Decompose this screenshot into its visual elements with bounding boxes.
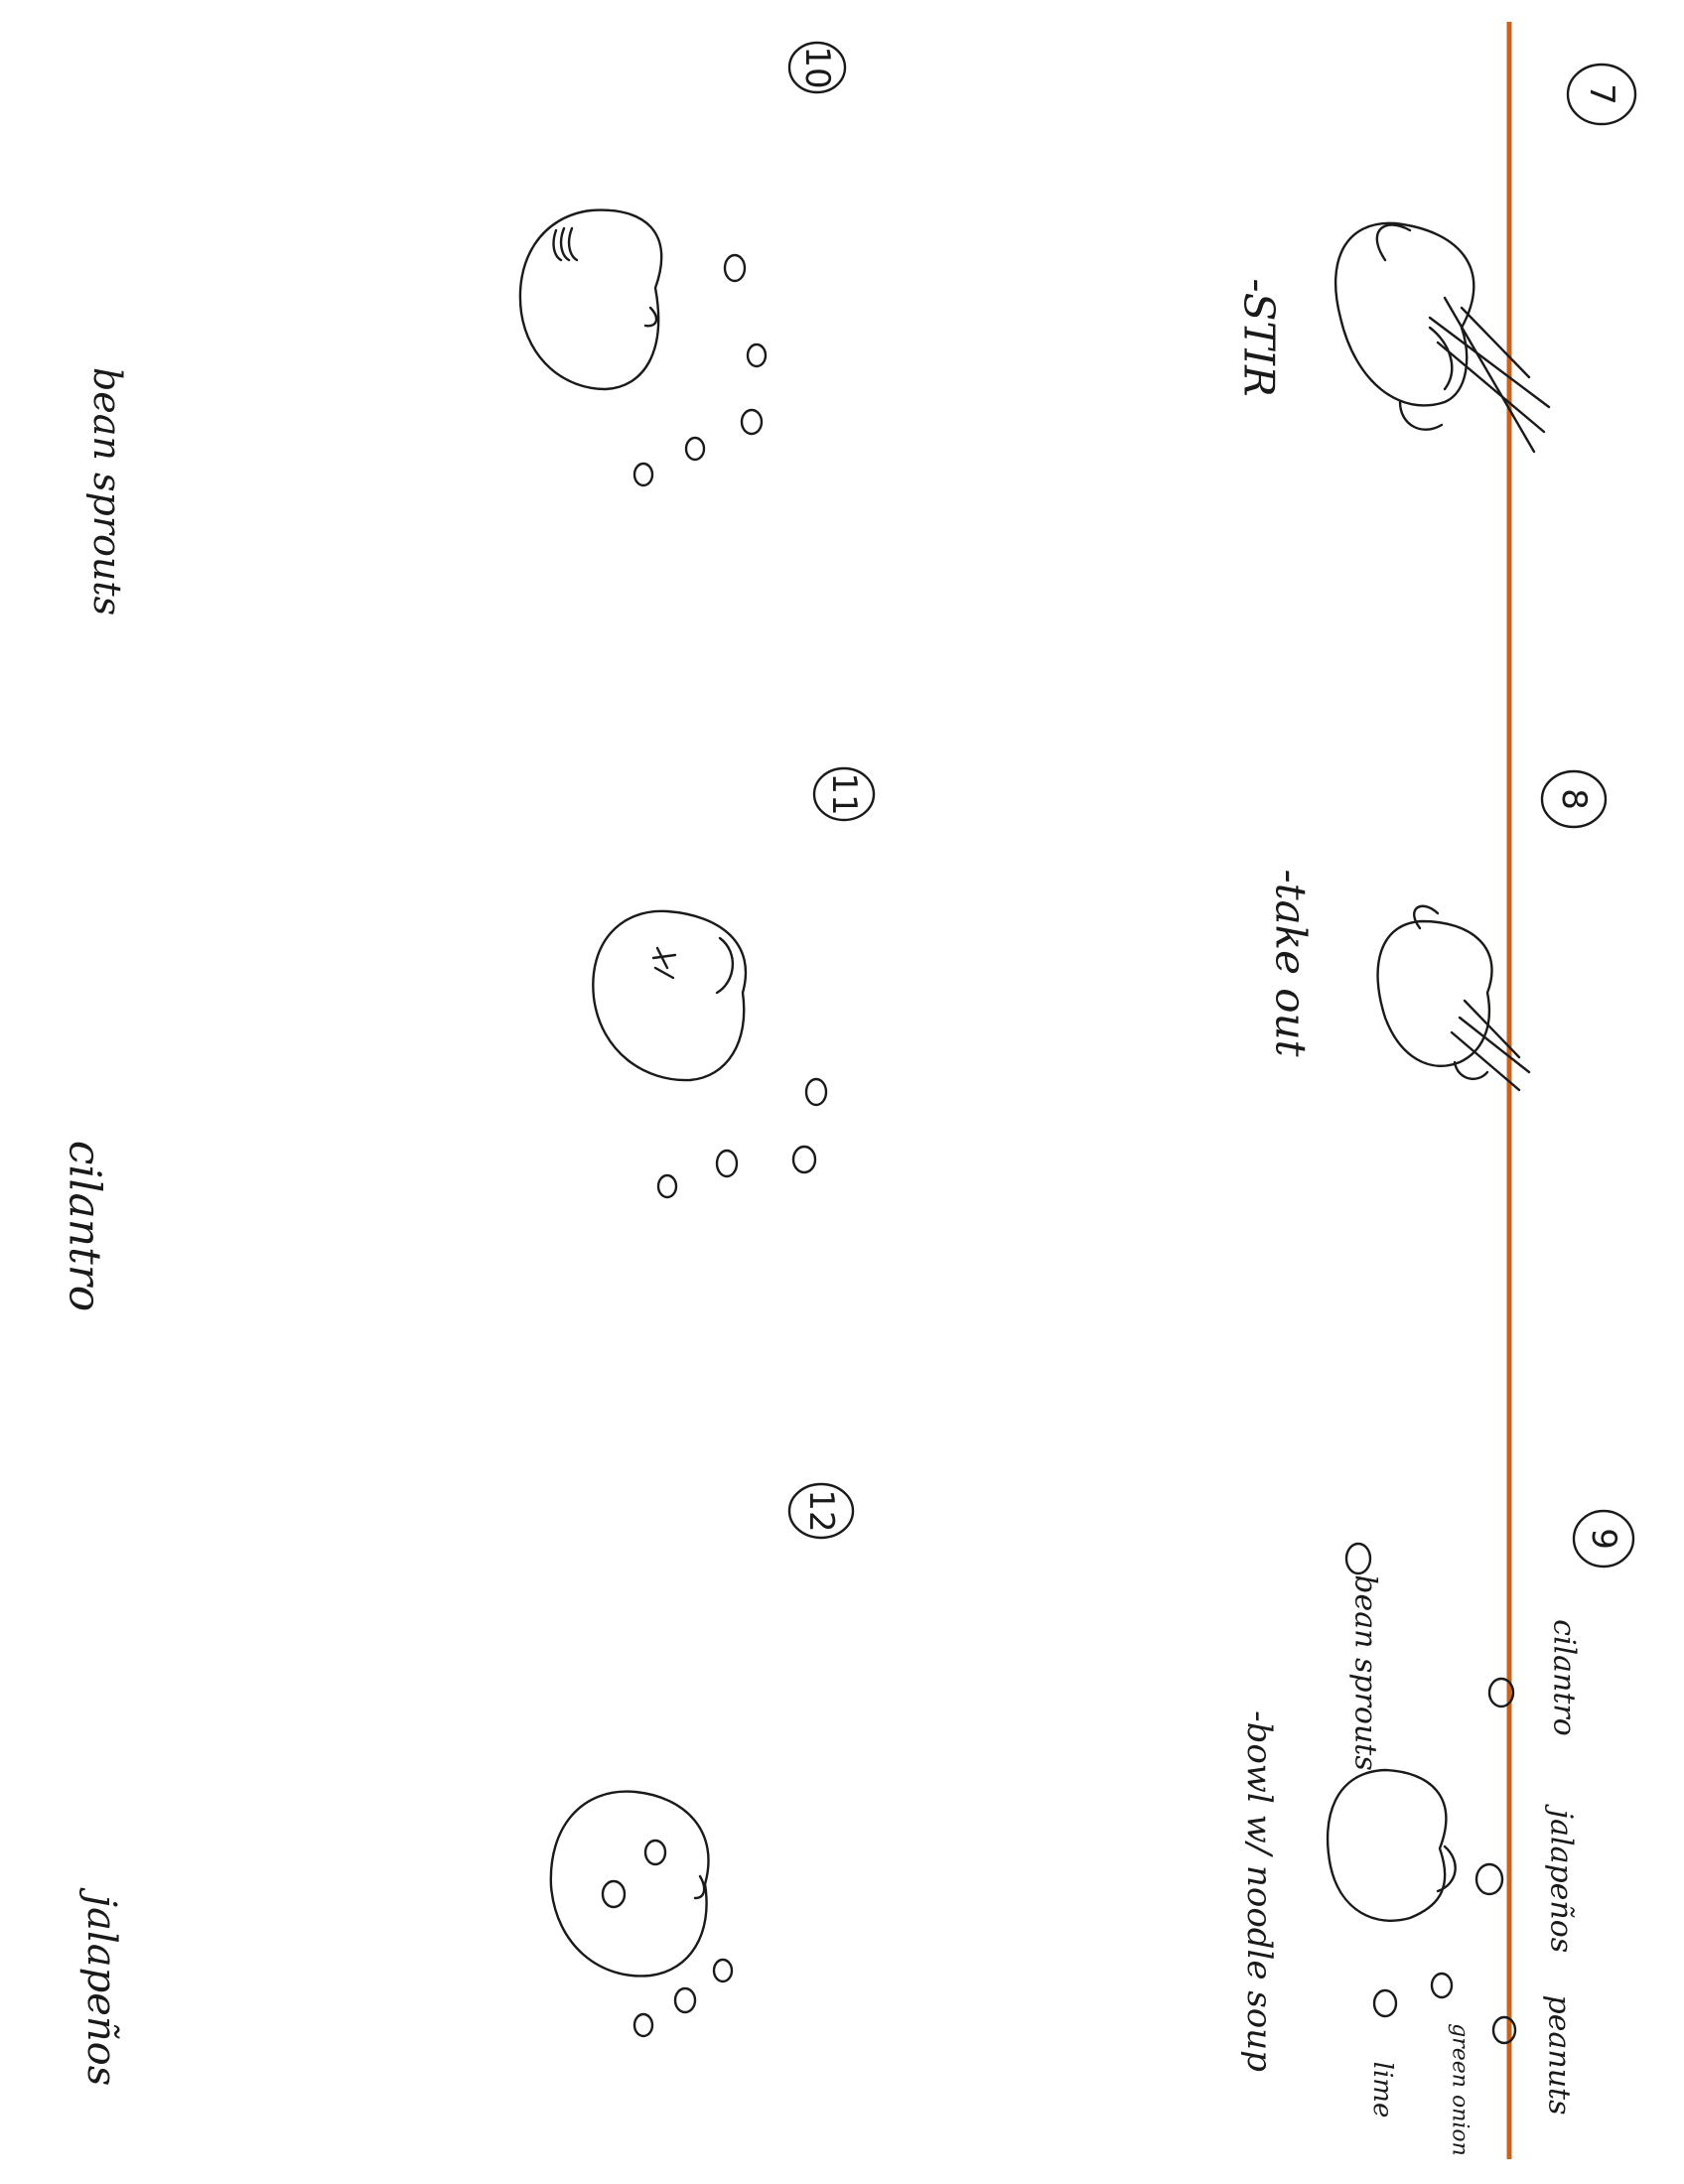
frame-number-10: 10 bbox=[797, 46, 837, 88]
peanuts-marker bbox=[1493, 2017, 1515, 2043]
frame-caption: bean sprouts bbox=[85, 367, 129, 615]
green-onion-marker bbox=[1432, 1974, 1452, 1997]
frame-number-8: 8 bbox=[1554, 788, 1594, 810]
soup-bowl-icon bbox=[1328, 1770, 1456, 1921]
bean-sprouts-marker bbox=[1346, 1544, 1370, 1573]
frame-12: 12 jalapeños bbox=[78, 1484, 853, 2086]
frame-caption: -bowl w/ noodle soup bbox=[1239, 1710, 1279, 2072]
frame-number-7: 7 bbox=[1582, 83, 1621, 105]
frame-caption: cilantro bbox=[60, 1141, 110, 1312]
frame-10: 10 bean sprouts bbox=[85, 43, 845, 615]
topping-label-jalapenos: jalapeños bbox=[1544, 1804, 1579, 1953]
pot-with-utensils-icon bbox=[1378, 906, 1529, 1090]
topping-dots bbox=[634, 1960, 732, 2036]
topping-label-bean-sprouts: bean sprouts bbox=[1348, 1574, 1383, 1770]
frame-number-11: 11 bbox=[824, 772, 864, 815]
topping-dots bbox=[658, 1079, 826, 1197]
frame-11: 11 cilantro bbox=[60, 768, 875, 1311]
frame-8: 8 -take out bbox=[1267, 771, 1607, 1090]
frame-caption: -take out bbox=[1267, 870, 1316, 1057]
frame-9: 9 cilantro jalapeños peanuts green onion… bbox=[1239, 1511, 1633, 2156]
jalapenos-marker bbox=[1476, 1864, 1502, 1894]
bowl-top-view-icon bbox=[551, 1792, 709, 1977]
lime-marker bbox=[1374, 1990, 1396, 2016]
frame-7: 7 -STIR bbox=[1235, 65, 1636, 452]
frame-number-12: 12 bbox=[801, 1489, 841, 1532]
pot-with-utensils-icon bbox=[1335, 223, 1549, 452]
topping-dots bbox=[634, 255, 766, 485]
topping-label-cilantro: cilantro bbox=[1547, 1619, 1582, 1736]
frame-caption: -STIR bbox=[1235, 278, 1284, 396]
topping-label-green-onion: green onion bbox=[1448, 2023, 1473, 2156]
bowl-top-view-icon bbox=[520, 210, 661, 389]
frame-number-9: 9 bbox=[1584, 1528, 1623, 1550]
topping-label-peanuts: peanuts bbox=[1542, 1995, 1577, 2116]
topping-label-lime: lime bbox=[1367, 2062, 1397, 2118]
bowl-top-view-icon bbox=[593, 911, 746, 1080]
frame-caption: jalapeños bbox=[78, 1887, 124, 2087]
